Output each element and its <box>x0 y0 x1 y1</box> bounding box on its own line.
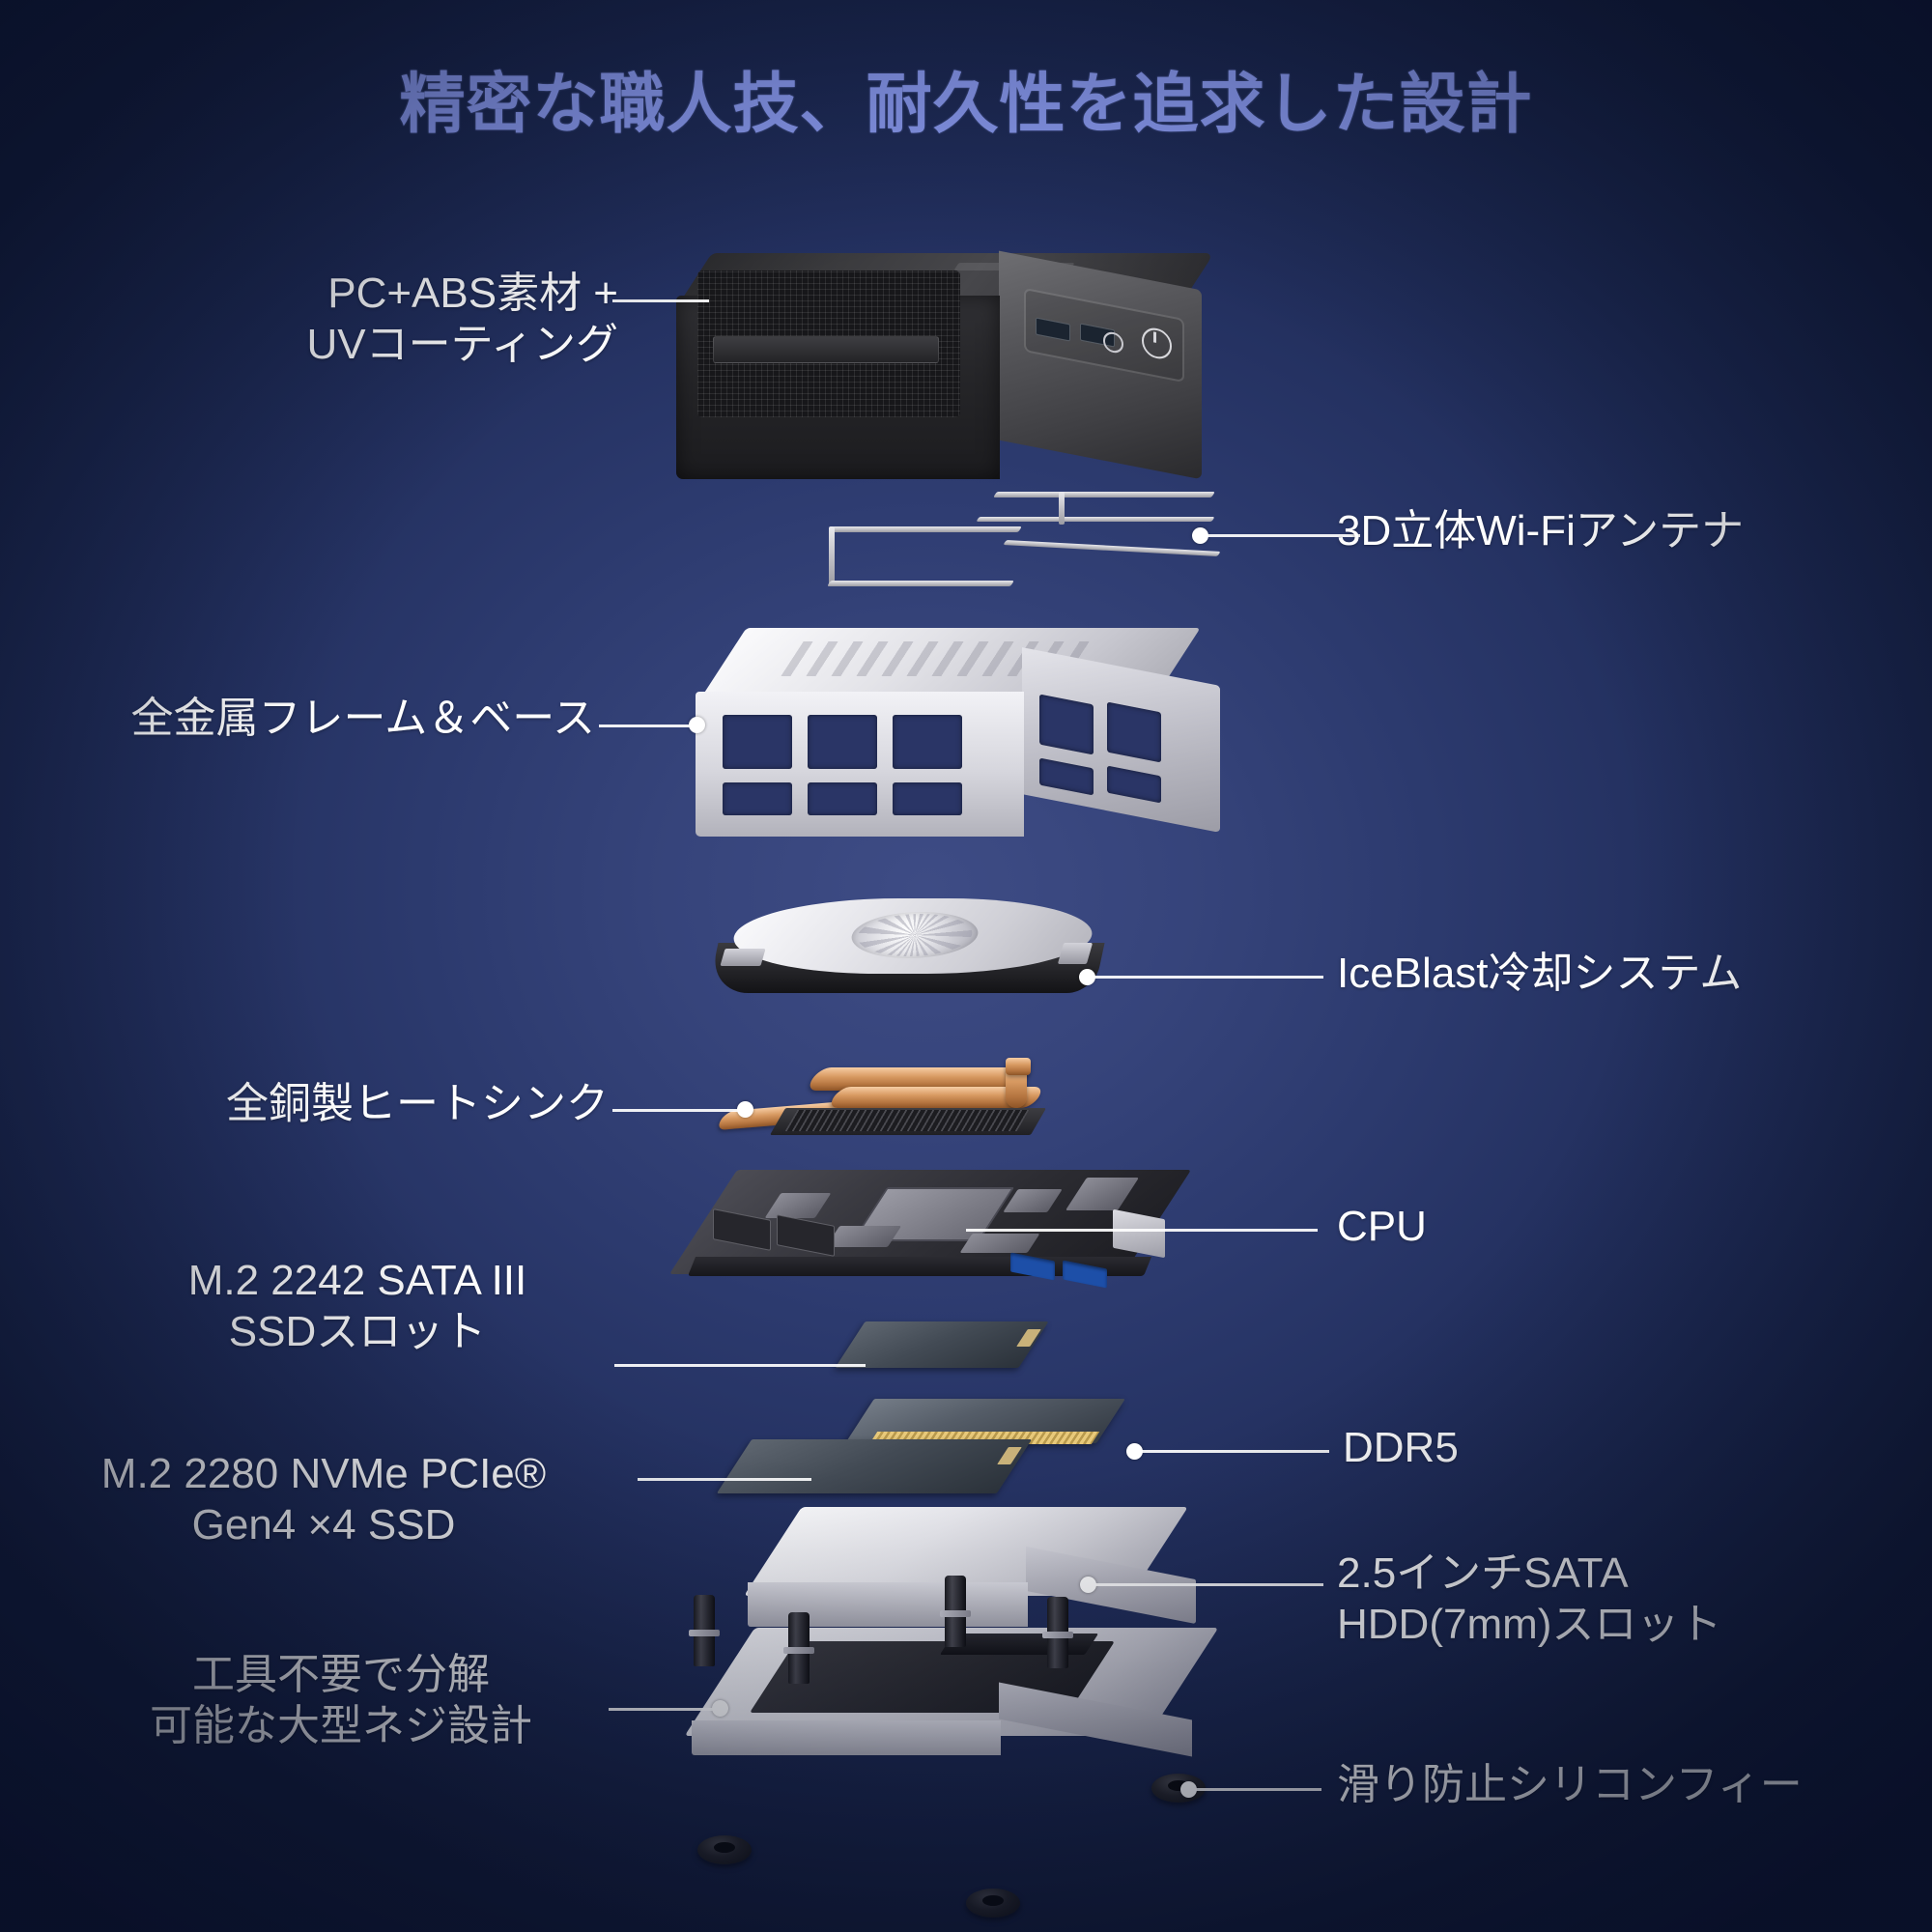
label-iceblast-cooling: IceBlast冷却システム <box>1337 950 1743 997</box>
leader-line-toolless-screws <box>609 1708 721 1711</box>
antenna-arm-left <box>829 526 1022 532</box>
antenna-cable <box>1003 539 1221 557</box>
m2-2280-pcb <box>716 1439 1033 1493</box>
fan-mount-tab <box>720 949 766 966</box>
part-m2-2242-ssd <box>835 1321 1049 1368</box>
frame-cutout <box>893 715 962 769</box>
label-copper-heatsink: 全銅製ヒートシンク <box>226 1080 609 1127</box>
base-front-face <box>692 1720 1001 1755</box>
leader-line-sata-hdd <box>1092 1583 1323 1586</box>
heatsink-fins <box>784 1110 1030 1131</box>
label-wifi-antenna: 3D立体Wi-Fiアンテナ <box>1337 507 1745 554</box>
label-m2-2242-sata: M.2 2242 SATA III SSDスロット <box>187 1257 527 1355</box>
leader-line-m2-2242 <box>614 1364 866 1367</box>
leader-line-m2-2280 <box>638 1478 811 1481</box>
part-metal-frame <box>676 628 1236 860</box>
leader-line-cpu <box>966 1229 1318 1232</box>
frame-cutout <box>808 715 877 769</box>
frame-cutout <box>723 715 792 769</box>
label-ddr5: DDR5 <box>1343 1424 1459 1471</box>
label-sata-hdd-slot: 2.5インチSATA HDD(7mm)スロット <box>1337 1549 1722 1648</box>
leader-line-pc-abs <box>612 299 709 302</box>
silicone-foot <box>966 1889 1020 1918</box>
antenna-post-right <box>1059 492 1065 525</box>
leader-line-ddr5 <box>1138 1450 1329 1453</box>
frame-cutout <box>808 782 877 815</box>
label-all-metal-frame: 全金属フレーム＆ベース <box>130 695 595 742</box>
page-title: 精密な職人技、耐久性を追求した設計 <box>399 68 1533 141</box>
antenna-arm-mid <box>976 517 1215 522</box>
part-cooling-fan <box>705 898 1121 1019</box>
part-wifi-antenna <box>715 488 1256 604</box>
silicone-foot <box>697 1835 752 1864</box>
antenna-arm-bottom <box>827 581 1014 586</box>
large-thumbscrew <box>689 1595 720 1666</box>
leader-line-silicone-feet <box>1192 1788 1321 1791</box>
part-m2-2280-ssd <box>716 1439 1033 1493</box>
chassis-drive-slot <box>713 336 939 363</box>
frame-cutout <box>1039 694 1094 755</box>
label-m2-2280-nvme: M.2 2280 NVMe PCIe® Gen4 ×4 SSD <box>100 1450 547 1548</box>
frame-cutout <box>723 782 792 815</box>
part-mainboard <box>668 1164 1246 1319</box>
frame-cutout <box>893 782 962 815</box>
part-copper-heatsink <box>715 1058 1125 1154</box>
large-thumbscrew <box>1042 1597 1073 1668</box>
antenna-arm-top <box>993 492 1215 497</box>
leader-line-metal-frame <box>599 724 696 727</box>
label-cpu: CPU <box>1337 1203 1427 1250</box>
antenna-post-left <box>829 526 835 586</box>
leader-line-heatsink <box>612 1109 744 1112</box>
board-chip <box>959 1234 1040 1253</box>
label-toolless-screw-design: 工具不要で分解 可能な大型ネジ設計 <box>150 1651 532 1749</box>
label-pc-abs-uv-coating: PC+ABS素材 + UVコーティング <box>306 270 618 368</box>
large-thumbscrew <box>783 1612 814 1684</box>
large-thumbscrew <box>940 1576 971 1647</box>
label-anti-slip-silicone-feet: 滑り防止シリコンフィー <box>1337 1761 1803 1808</box>
part-chassis-top-cover <box>667 250 1227 490</box>
frame-cutout <box>1107 701 1161 763</box>
part-base-plate <box>667 1576 1246 1831</box>
fan-mount-tab <box>1057 943 1094 964</box>
heatpipe-cap <box>1006 1058 1031 1075</box>
leader-line-iceblast <box>1092 976 1323 979</box>
